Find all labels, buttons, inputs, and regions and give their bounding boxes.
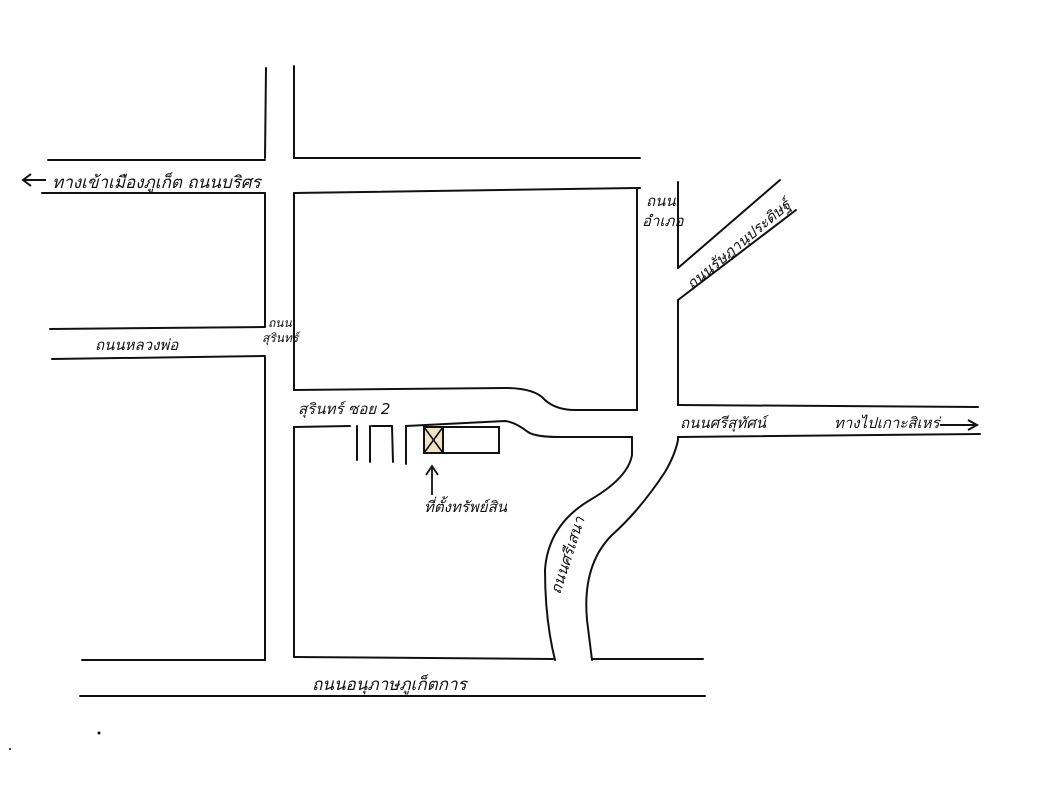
label-to-phuket-town: ทางเข้าเมืองภูเก็ต ถนนบริศร [52,172,263,193]
rassada-road-upper-edge [677,179,781,269]
property-marker-icon [423,426,444,454]
soi-stub-2 [369,425,394,463]
label-anusorn-road: ถนนอนุภาษภูเก็ตการ [312,674,469,695]
surin-road-left-edge [264,67,267,661]
arrow-left-icon [21,173,46,187]
anusorn-road-top-edge [81,656,704,661]
luang-pho-road-top-edge [49,326,266,330]
sri-sena-road-right-edge [585,436,679,661]
label-property-location: ที่ตั้งทรัพย์สิน [424,496,508,516]
label-to-sire-island: ทางไปเกาะสิเหร่ [834,414,942,432]
label-amphoe-road-line1: ถนน [646,192,676,210]
label-surin-road-line1: ถนน [268,316,292,330]
label-sri-suthat-road: ถนนศรีสุทัศน์ [680,414,769,432]
label-surin-road-line2: สุรินทร์ [262,331,301,346]
scan-speck [97,731,101,735]
scan-speck [9,748,11,750]
rassada-road-lower-edge [677,209,797,301]
sri-suthat-road-top-edge [677,404,979,408]
surin-soi-2-top-edge [293,387,638,411]
luang-pho-road-bottom-edge [51,355,266,360]
arrow-right-icon [940,419,980,431]
surin-soi-2-bottom-edge [293,420,633,438]
property-building [442,426,500,454]
borisat-road-top-edge [47,157,641,161]
arrow-up-icon [425,464,439,495]
label-sri-sena-road: ถนนศรีเสนา [547,514,589,596]
label-amphoe-road-line2: อำเภอ [642,212,684,230]
label-rassada-road: ถนนรัษฎานุประดิษฐ์ [683,194,796,293]
borisat-road-bottom-edge [41,187,641,194]
sri-sena-road-left-edge [544,436,633,661]
label-surin-soi-2: สุรินทร์ ซอย 2 [298,400,390,418]
sri-suthat-road-bottom-edge [677,433,981,438]
label-luang-pho-road: ถนนหลวงพ่อ [95,336,179,354]
